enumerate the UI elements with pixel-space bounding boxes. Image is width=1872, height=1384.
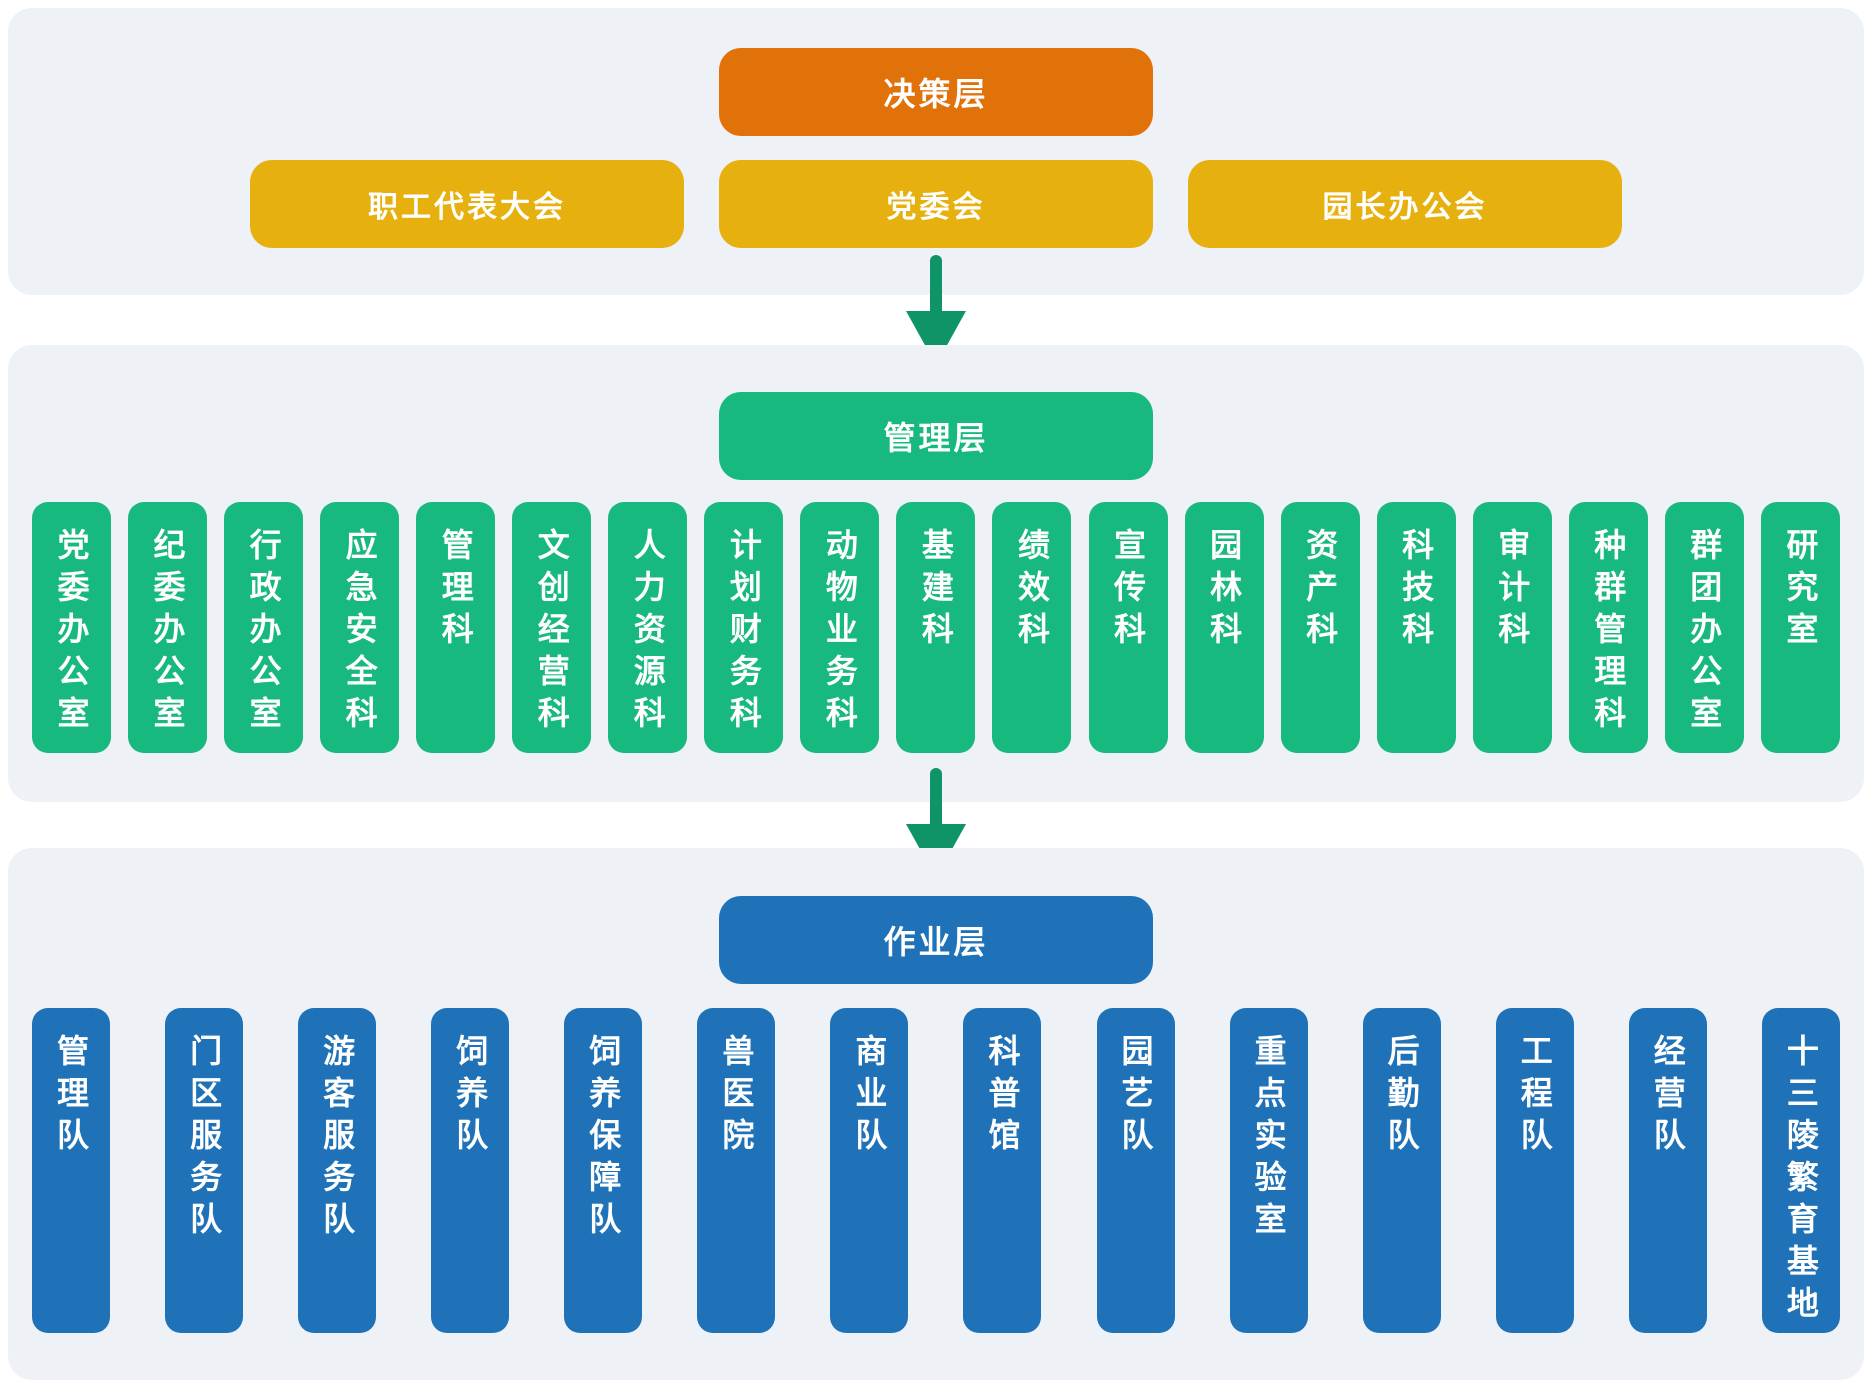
department-box-label: 种群管理科	[1590, 528, 1627, 738]
team-box: 游客服务队	[298, 1008, 377, 1333]
department-box: 园林科	[1184, 502, 1264, 753]
department-box-label: 人力资源科	[629, 528, 666, 738]
department-box-label: 党委办公室	[53, 528, 90, 738]
department-box-label: 绩效科	[1013, 528, 1050, 654]
team-box: 后勤队	[1362, 1008, 1441, 1333]
team-box: 商业队	[830, 1008, 909, 1333]
department-box-label: 纪委办公室	[149, 528, 186, 738]
department-box-label: 园林科	[1206, 528, 1243, 654]
department-box-label: 应急安全科	[341, 528, 378, 738]
team-box-label: 工程队	[1516, 1034, 1553, 1160]
department-box: 行政办公室	[224, 502, 304, 753]
team-box-label: 重点实验室	[1250, 1034, 1287, 1244]
decision-layer-title-label: 决策层	[883, 76, 989, 112]
department-box: 应急安全科	[320, 502, 400, 753]
department-box-label: 研究室	[1782, 528, 1819, 654]
department-box: 纪委办公室	[128, 502, 208, 753]
department-box-label: 宣传科	[1110, 528, 1147, 654]
operation-layer-section: 作业层 管理队 门区服务队 游客服务队 饲养队 饲养保障队 兽医院 商业队 科普馆 园艺队 重点实…	[8, 848, 1864, 1380]
team-box-label: 科普馆	[984, 1034, 1021, 1160]
team-box: 经营队	[1628, 1008, 1707, 1333]
department-box-label: 审计科	[1494, 528, 1531, 654]
team-box-label: 管理队	[53, 1034, 89, 1160]
department-box: 管理科	[416, 502, 496, 753]
committee-box-label: 党委会	[886, 191, 986, 224]
management-layer-title: 管理层	[719, 392, 1153, 480]
department-box: 文创经营科	[512, 502, 592, 753]
department-box: 种群管理科	[1568, 502, 1648, 753]
team-box-label: 十三陵繁育基地	[1782, 1034, 1819, 1328]
team-box: 饲养保障队	[564, 1008, 643, 1333]
department-box: 人力资源科	[608, 502, 688, 753]
committee-box: 园长办公会	[1188, 160, 1622, 248]
department-box: 绩效科	[992, 502, 1072, 753]
department-box-label: 资产科	[1302, 528, 1339, 654]
department-box-label: 行政办公室	[245, 528, 282, 738]
department-box: 党委办公室	[32, 502, 111, 753]
department-box-label: 管理科	[437, 528, 474, 654]
department-box-label: 文创经营科	[533, 528, 570, 738]
department-box: 群团办公室	[1664, 502, 1744, 753]
team-box-label: 游客服务队	[319, 1034, 356, 1244]
team-box-label: 园艺队	[1117, 1034, 1154, 1160]
department-box: 科技科	[1376, 502, 1456, 753]
department-box-label: 群团办公室	[1686, 528, 1723, 738]
team-box: 十三陵繁育基地	[1761, 1008, 1840, 1333]
department-box: 审计科	[1472, 502, 1552, 753]
team-box-label: 门区服务队	[186, 1034, 223, 1244]
management-layer-section: 管理层 党委办公室 纪委办公室 行政办公室 应急安全科 管理科 文创经营科 人力资源科 计划财…	[8, 345, 1864, 802]
team-box: 工程队	[1495, 1008, 1574, 1333]
team-box: 兽医院	[697, 1008, 776, 1333]
department-box: 资产科	[1280, 502, 1360, 753]
operation-layer-title-label: 作业层	[883, 924, 989, 960]
decision-committees-row: 职工代表大会 党委会 园长办公会	[250, 160, 1622, 248]
team-box-label: 饲养队	[452, 1034, 489, 1160]
committee-box-label: 职工代表大会	[368, 191, 566, 224]
department-box: 研究室	[1760, 502, 1840, 753]
committee-box-label: 园长办公会	[1322, 191, 1488, 224]
team-box: 管理队	[32, 1008, 110, 1333]
department-box-label: 动物业务科	[821, 528, 858, 738]
team-box: 门区服务队	[165, 1008, 244, 1333]
operation-layer-title: 作业层	[719, 896, 1153, 984]
team-box-label: 经营队	[1649, 1034, 1686, 1160]
team-box: 科普馆	[963, 1008, 1042, 1333]
down-arrow-icon	[906, 255, 966, 365]
management-layer-title-label: 管理层	[883, 420, 989, 456]
department-box: 基建科	[896, 502, 976, 753]
team-box-label: 后勤队	[1383, 1034, 1420, 1160]
decision-layer-title: 决策层	[719, 48, 1153, 136]
team-box: 饲养队	[431, 1008, 510, 1333]
team-box: 园艺队	[1096, 1008, 1175, 1333]
committee-box: 职工代表大会	[250, 160, 684, 248]
department-box-label: 计划财务科	[725, 528, 762, 738]
department-box-label: 基建科	[917, 528, 954, 654]
department-box-label: 科技科	[1398, 528, 1435, 654]
decision-layer-section: 决策层 职工代表大会 党委会 园长办公会	[8, 8, 1864, 295]
team-box-label: 兽医院	[718, 1034, 755, 1160]
team-box-label: 饲养保障队	[585, 1034, 622, 1244]
department-box: 动物业务科	[800, 502, 880, 753]
committee-box: 党委会	[719, 160, 1153, 248]
management-departments-row: 党委办公室 纪委办公室 行政办公室 应急安全科 管理科 文创经营科 人力资源科 计划财务科 动物…	[32, 502, 1840, 753]
department-box: 计划财务科	[704, 502, 784, 753]
team-box: 重点实验室	[1229, 1008, 1308, 1333]
operation-teams-row: 管理队 门区服务队 游客服务队 饲养队 饲养保障队 兽医院 商业队 科普馆 园艺队 重点实验室 后勤…	[32, 1008, 1840, 1333]
department-box: 宣传科	[1088, 502, 1168, 753]
team-box-label: 商业队	[851, 1034, 888, 1160]
